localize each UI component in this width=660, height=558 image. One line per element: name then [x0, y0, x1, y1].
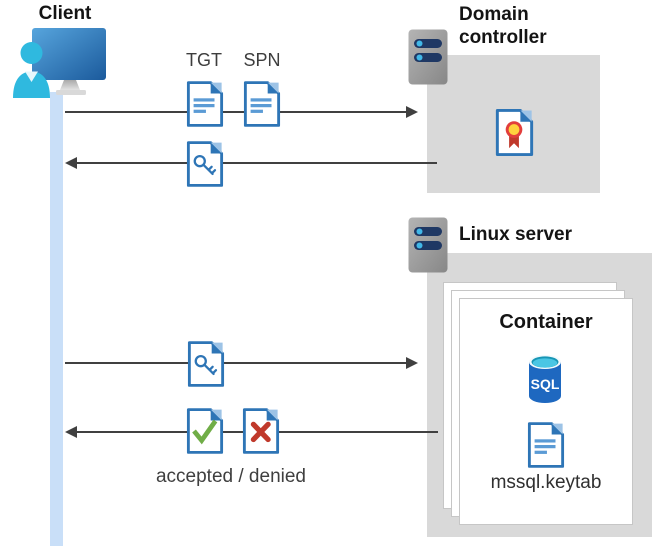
key-document-icon	[187, 340, 225, 388]
accepted-denied-label: accepted / denied	[155, 466, 306, 487]
client-label: Client	[38, 3, 92, 24]
client-lifeline	[50, 92, 63, 546]
arrow-domain-controller-to-client	[65, 157, 437, 169]
domain-controller-server-icon	[408, 29, 448, 85]
domain-controller-label: Domain controller	[459, 4, 547, 48]
keytab-document-icon	[527, 421, 565, 469]
container-label: Container	[499, 311, 593, 333]
key-document-icon	[186, 140, 224, 188]
tgt-document-icon	[186, 80, 224, 128]
tgt-label: TGT	[186, 50, 222, 70]
arrowhead-left-icon	[65, 157, 77, 169]
sql-database-icon: SQL	[528, 354, 562, 404]
accepted-check-document-icon	[186, 407, 224, 455]
person-at-computer-icon	[12, 26, 108, 98]
spn-label: SPN	[243, 50, 281, 70]
spn-document-icon	[243, 80, 281, 128]
arrowhead-right-icon	[406, 357, 418, 369]
arrow-client-to-linux-server	[65, 357, 418, 369]
sql-text: SQL	[531, 376, 560, 392]
linux-server-icon	[408, 217, 448, 273]
denied-cross-document-icon	[242, 407, 280, 455]
certificate-document-icon	[491, 108, 538, 157]
arrowhead-right-icon	[406, 106, 418, 118]
linux-server-label: Linux server	[459, 224, 572, 245]
arrow-client-to-domain-controller	[65, 106, 418, 118]
keytab-filename-label: mssql.keytab	[490, 472, 602, 493]
arrowhead-left-icon	[65, 426, 77, 438]
container-card	[459, 298, 633, 525]
